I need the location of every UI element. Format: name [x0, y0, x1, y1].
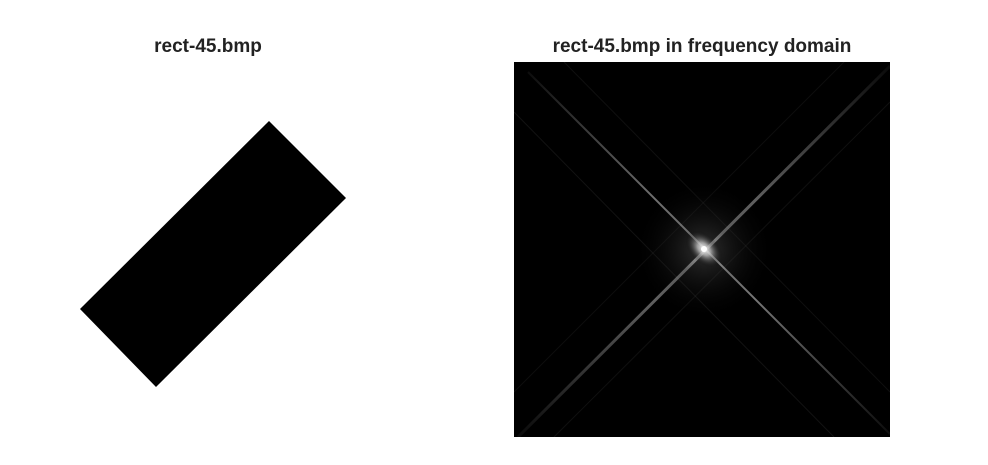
spatial-domain-image	[60, 100, 360, 400]
dc-peak	[701, 246, 707, 252]
frequency-domain-image	[514, 62, 890, 437]
right-panel-title: rect-45.bmp in frequency domain	[552, 36, 852, 57]
left-panel-title: rect-45.bmp	[154, 36, 262, 57]
spatial-image-svg	[80, 121, 346, 387]
rotated-rectangle	[80, 121, 346, 387]
spectrum-svg	[514, 62, 890, 437]
